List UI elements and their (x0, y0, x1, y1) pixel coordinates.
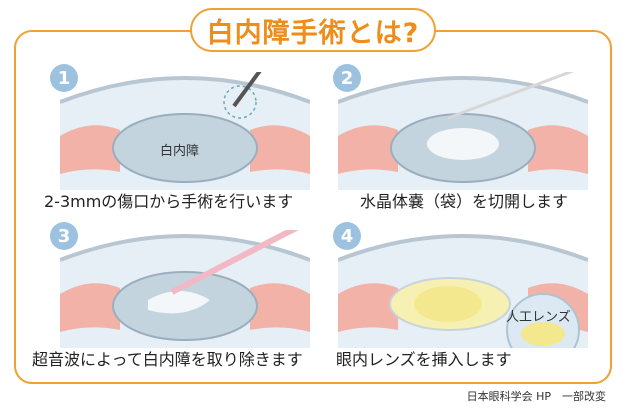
artificial-lens-label: 人工レンズ (506, 310, 571, 325)
step-3-caption: 超音波によって白内障を取り除きます (32, 350, 303, 369)
step-4-illustration (338, 234, 588, 348)
step-2-illustration (338, 72, 588, 190)
step-2-caption: 水晶体嚢（袋）を切開します (360, 192, 569, 211)
step-1-illustration (60, 72, 310, 190)
cataract-label: 白内障 (160, 144, 200, 159)
step-2-badge: 2 (333, 64, 361, 92)
step-4-badge: 4 (333, 222, 361, 250)
step-3-illustration (60, 230, 310, 348)
page-title: 白内障手術とは? (190, 8, 436, 52)
step-1-caption: 2-3mmの傷口から手術を行います (44, 192, 294, 211)
step-1-badge: 1 (50, 64, 78, 92)
source-credit: 日本眼科学会 HP 一部改変 (466, 390, 606, 403)
step-4-caption: 眼内レンズを挿入します (336, 350, 512, 369)
step-3-badge: 3 (50, 222, 78, 250)
